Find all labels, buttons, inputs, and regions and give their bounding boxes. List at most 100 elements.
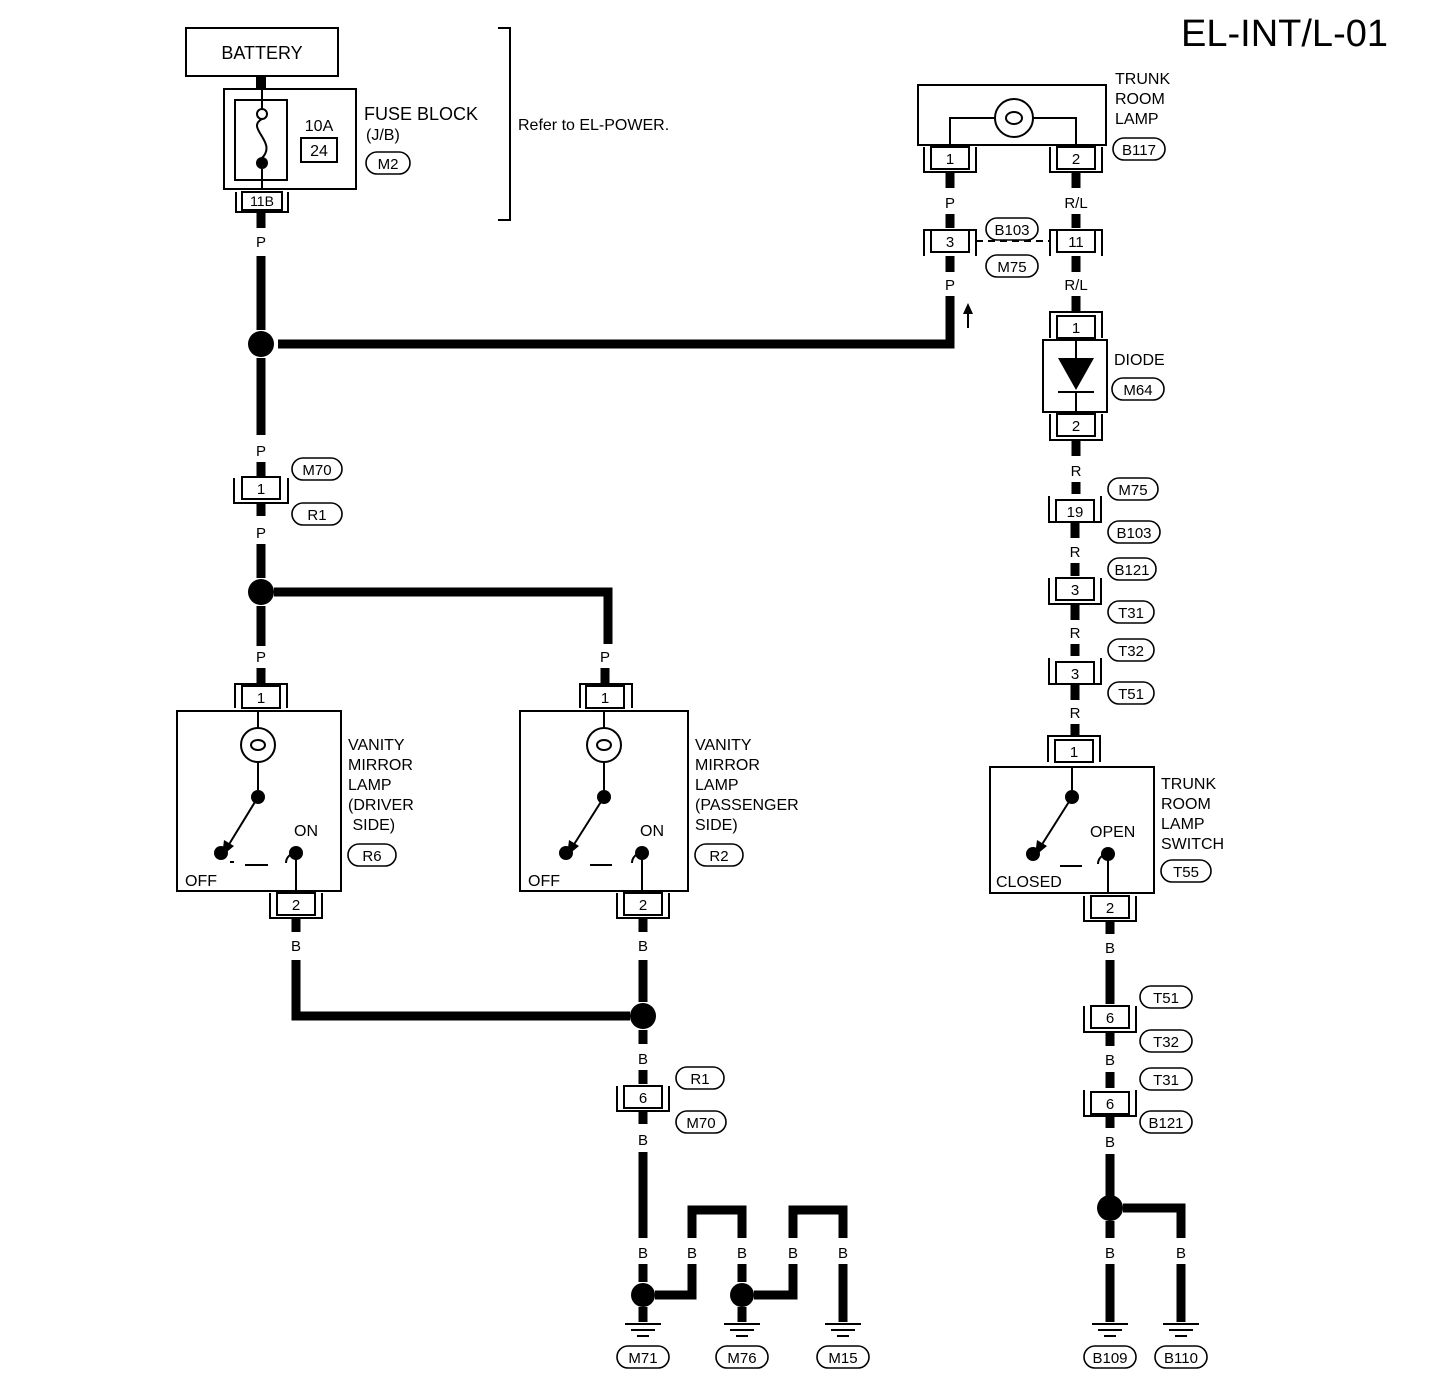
svg-text:M64: M64 xyxy=(1123,382,1152,399)
splice-ground-right xyxy=(1097,1195,1123,1221)
svg-text:3: 3 xyxy=(1071,666,1079,683)
svg-text:R/L: R/L xyxy=(1064,195,1087,212)
passenger-on-label: ON xyxy=(640,823,664,840)
svg-text:ROOM: ROOM xyxy=(1115,91,1165,108)
svg-text:M70: M70 xyxy=(302,462,331,479)
ground-b110: B110 xyxy=(1154,1323,1208,1369)
trunk-switch-pin2: 2 xyxy=(1083,895,1137,922)
svg-text:R: R xyxy=(1070,705,1081,722)
svg-text:11B: 11B xyxy=(250,193,274,209)
svg-text:M76: M76 xyxy=(727,1350,756,1367)
svg-text:1: 1 xyxy=(1072,320,1080,337)
svg-text:R: R xyxy=(1070,625,1081,642)
splice-mid xyxy=(248,579,274,605)
svg-text:B: B xyxy=(291,938,301,955)
refer-bracket xyxy=(498,27,511,221)
driver-on-label: ON xyxy=(294,823,318,840)
svg-text:1: 1 xyxy=(946,151,954,168)
svg-text:B: B xyxy=(737,1245,747,1262)
svg-text:B: B xyxy=(1105,1052,1115,1069)
svg-text:M71: M71 xyxy=(628,1350,657,1367)
svg-text:B: B xyxy=(1176,1245,1186,1262)
svg-text:LAMP: LAMP xyxy=(1161,816,1205,833)
svg-text:3: 3 xyxy=(1071,582,1079,599)
svg-text:1: 1 xyxy=(257,481,265,498)
svg-text:LAMP: LAMP xyxy=(695,777,739,794)
svg-text:11: 11 xyxy=(1068,234,1084,251)
svg-text:B: B xyxy=(638,1245,648,1262)
connector-t31-b121-pin6: 6 xyxy=(1083,1090,1137,1117)
connector-tag-m2: M2 xyxy=(365,151,411,175)
switch-closed-label: CLOSED xyxy=(996,874,1062,891)
passenger-off-label: OFF xyxy=(528,873,560,890)
svg-text:VANITY: VANITY xyxy=(348,737,405,754)
svg-text:M75: M75 xyxy=(1118,482,1147,499)
svg-text:MIRROR: MIRROR xyxy=(348,757,413,774)
svg-text:VANITY: VANITY xyxy=(695,737,752,754)
ground-m76: M76 xyxy=(715,1323,769,1369)
svg-text:B: B xyxy=(1105,1134,1115,1151)
ground-m15: M15 xyxy=(816,1323,870,1369)
svg-text:TRUNK: TRUNK xyxy=(1115,71,1170,88)
svg-text:P: P xyxy=(256,649,266,666)
svg-text:2: 2 xyxy=(1072,151,1080,168)
svg-text:R1: R1 xyxy=(690,1071,709,1088)
fuse-number: 24 xyxy=(310,143,328,160)
svg-text:B: B xyxy=(638,1051,648,1068)
svg-text:6: 6 xyxy=(1106,1010,1114,1027)
connector-t51-t32-pin6: 6 xyxy=(1083,1005,1137,1033)
svg-text:6: 6 xyxy=(1106,1096,1114,1113)
svg-text:TRUNK: TRUNK xyxy=(1161,776,1216,793)
wire-color-p: P xyxy=(256,234,266,251)
svg-text:T31: T31 xyxy=(1118,605,1144,622)
svg-text:LAMP: LAMP xyxy=(1115,111,1159,128)
svg-text:6: 6 xyxy=(639,1090,647,1107)
diagram-code: EL-INT/L-01 xyxy=(1181,13,1388,55)
svg-text:B103: B103 xyxy=(1116,525,1151,542)
svg-text:M15: M15 xyxy=(828,1350,857,1367)
refer-note: Refer to EL-POWER. xyxy=(518,117,669,134)
svg-text:LAMP: LAMP xyxy=(348,777,392,794)
svg-text:B110: B110 xyxy=(1164,1350,1198,1367)
svg-text:B: B xyxy=(788,1245,798,1262)
svg-text:B117: B117 xyxy=(1122,142,1156,159)
svg-text:(PASSENGER: (PASSENGER xyxy=(695,797,799,814)
ground-b109: B109 xyxy=(1083,1323,1137,1369)
connector-m75-b103-pin19: 19 xyxy=(1048,496,1102,523)
svg-text:T55: T55 xyxy=(1173,864,1199,881)
svg-text:R6: R6 xyxy=(362,848,381,865)
svg-text:DIODE: DIODE xyxy=(1114,352,1165,369)
connector-m70-r1-upper: 1 xyxy=(233,476,289,504)
svg-text:P: P xyxy=(256,525,266,542)
svg-text:B: B xyxy=(638,1132,648,1149)
svg-text:M70: M70 xyxy=(686,1115,715,1132)
svg-text:M75: M75 xyxy=(997,259,1026,276)
fuse-block: 10A 24 xyxy=(223,88,357,190)
svg-text:B121: B121 xyxy=(1114,562,1149,579)
svg-text:2: 2 xyxy=(1072,418,1080,435)
vanity-mirror-lamp-driver: OFF ON xyxy=(176,710,342,892)
connector-b103-m75-pin3: 3 xyxy=(923,229,977,256)
connector-driver-pin1: 1 xyxy=(234,683,288,709)
svg-text:2: 2 xyxy=(292,897,300,914)
diode-pin2: 2 xyxy=(1049,413,1103,441)
svg-text:1: 1 xyxy=(1070,744,1078,761)
svg-text:B103: B103 xyxy=(994,222,1029,239)
svg-text:SIDE): SIDE) xyxy=(348,817,395,834)
splice-top xyxy=(248,331,274,357)
svg-text:B109: B109 xyxy=(1092,1350,1127,1367)
svg-text:2: 2 xyxy=(639,897,647,914)
battery: BATTERY xyxy=(185,27,339,77)
svg-text:R/L: R/L xyxy=(1064,277,1087,294)
svg-text:1: 1 xyxy=(601,690,609,707)
switch-open-label: OPEN xyxy=(1090,824,1135,841)
trunk-room-lamp-switch: CLOSED OPEN xyxy=(989,766,1155,894)
driver-off-label: OFF xyxy=(185,873,217,890)
svg-text:T32: T32 xyxy=(1153,1034,1179,1051)
svg-text:R1: R1 xyxy=(307,507,326,524)
svg-text:ROOM: ROOM xyxy=(1161,796,1211,813)
svg-text:3: 3 xyxy=(946,234,954,251)
battery-label: BATTERY xyxy=(221,43,302,63)
svg-text:SWITCH: SWITCH xyxy=(1161,836,1224,853)
